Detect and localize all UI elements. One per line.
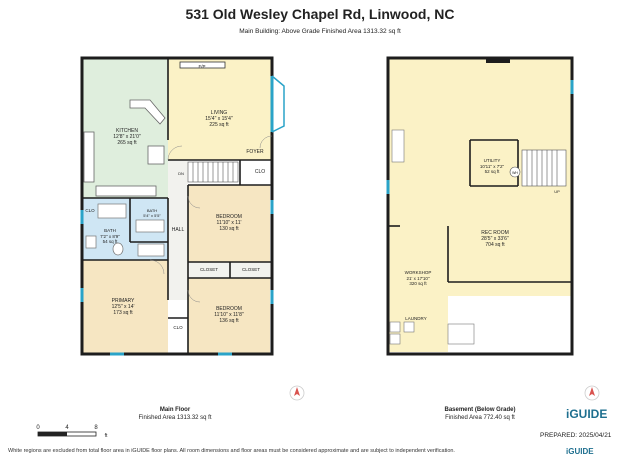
scale-label-0: 0 bbox=[36, 425, 40, 431]
main-stairs bbox=[187, 161, 239, 183]
brand-logo-footer: iGUIDE bbox=[566, 447, 594, 456]
closet2-label: CLOSET bbox=[241, 267, 260, 272]
page-subtitle: Main Building: Above Grade Finished Area… bbox=[239, 28, 401, 35]
workshop-label: WORKSHOP 21' x 17'10" 320 sq ft bbox=[404, 270, 432, 286]
basement-counter bbox=[391, 129, 405, 163]
basement-stairs bbox=[521, 149, 567, 187]
bedroom1-room bbox=[188, 185, 270, 262]
scale-unit: ft bbox=[104, 433, 108, 439]
clo-primary-label: CLO bbox=[173, 325, 183, 330]
living-label: LIVING 15'4" x 15'4" 225 sq ft bbox=[205, 110, 233, 128]
up-label: UP bbox=[554, 189, 560, 194]
main-floor-plan bbox=[80, 56, 285, 356]
hall-room bbox=[168, 160, 188, 300]
clo-bath-label: CLO bbox=[85, 208, 95, 213]
laundry-fixtures bbox=[389, 321, 475, 345]
kitchen-counters bbox=[83, 99, 166, 197]
closet1-label: CLOSET bbox=[199, 267, 218, 272]
living-room bbox=[168, 58, 272, 160]
bath-fixtures bbox=[85, 203, 165, 257]
water-heater bbox=[509, 166, 521, 178]
compass-basement bbox=[584, 385, 600, 401]
fireplace bbox=[179, 61, 226, 69]
scale-label-8: 8 bbox=[94, 425, 98, 431]
primary-room bbox=[82, 260, 168, 354]
wh-label: WH bbox=[512, 171, 518, 175]
rec-room-label: REC ROOM 28'5" x 33'6" 704 sq ft bbox=[481, 230, 509, 248]
kitchen-label: KITCHEN 12'8" x 21'0" 265 sq ft bbox=[113, 128, 141, 146]
bay-window bbox=[271, 75, 285, 133]
footer-disclaimer: White regions are excluded from total fl… bbox=[8, 448, 455, 454]
basement-windows bbox=[386, 80, 574, 194]
primary-label: PRIMARY 12'5" x 14' 173 sq ft bbox=[111, 298, 135, 316]
hall-label: HALL bbox=[171, 227, 185, 233]
dn-label: DN bbox=[178, 171, 184, 176]
bedroom1-label: BEDROOM 11'10" x 11' 130 sq ft bbox=[216, 214, 242, 232]
fp-label: F/P bbox=[198, 64, 206, 69]
bedroom2-room bbox=[188, 278, 270, 354]
kitchen-room bbox=[82, 58, 168, 198]
main-outer-wall bbox=[80, 56, 274, 356]
main-windows bbox=[80, 76, 274, 356]
closets-strip bbox=[188, 262, 270, 278]
bedroom2-label: BEDROOM 11'10" x 11'8" 136 sq ft bbox=[214, 306, 244, 324]
foyer-label: FOYER bbox=[246, 149, 264, 155]
scale-label-4: 4 bbox=[65, 425, 69, 431]
scale-bar bbox=[37, 431, 97, 437]
page-title: 531 Old Wesley Chapel Rd, Linwood, NC bbox=[185, 6, 455, 22]
prepared-date: PREPARED: 2025/04/21 bbox=[540, 432, 612, 439]
utility-label: UTILITY 10'11" x 7'2" 52 sq ft bbox=[479, 158, 505, 174]
main-floor-caption: Main Floor Finished Area 1313.32 sq ft bbox=[138, 407, 212, 421]
bath2-label: BATH 5'4" x 5'5" bbox=[143, 208, 161, 218]
bath-label: BATH 7'2" x 8'9" 54 sq ft bbox=[100, 228, 120, 244]
workshop-fill bbox=[388, 226, 448, 352]
basement-caption: Basement (Below Grade) Finished Area 772… bbox=[444, 407, 516, 421]
basement-outer-wall bbox=[386, 56, 574, 356]
brand-logo: iGUIDE bbox=[566, 407, 608, 421]
clo-foyer-label: CLO bbox=[254, 169, 266, 175]
basement-beam bbox=[486, 58, 510, 63]
basement-plan bbox=[386, 56, 574, 356]
compass-main bbox=[289, 385, 305, 401]
laundry-label: LAUNDRY bbox=[405, 316, 427, 321]
